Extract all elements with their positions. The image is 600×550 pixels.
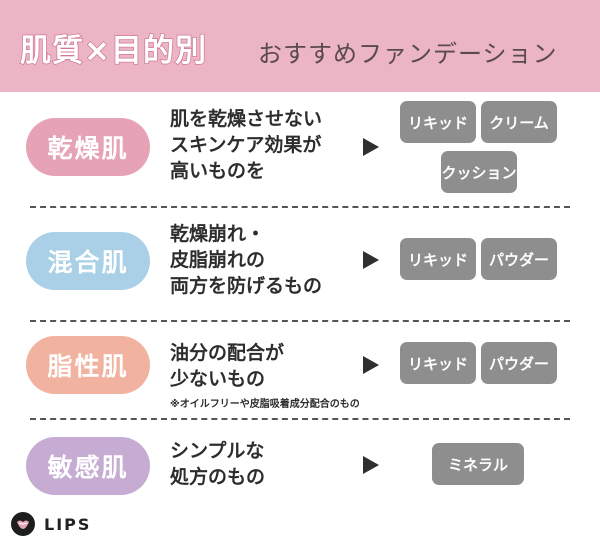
foundation-tag: リキッド bbox=[400, 101, 476, 143]
recommendation-text-oily: 油分の配合が 少ないもの bbox=[170, 340, 284, 392]
footnote: ※オイルフリーや皮脂吸着成分配合のもの bbox=[170, 399, 360, 410]
brand-logo-text: LIPS bbox=[44, 514, 92, 534]
desc-line: 高いものを bbox=[170, 160, 266, 182]
desc-line: 肌を乾燥させない bbox=[170, 108, 323, 130]
skin-type-badge-sensitive: 敏感肌 bbox=[26, 437, 150, 495]
skin-type-label: 乾燥肌 bbox=[47, 134, 129, 163]
foundation-tag: クッション bbox=[441, 151, 517, 193]
skin-type-label: 脂性肌 bbox=[47, 352, 129, 381]
foundation-tag: リキッド bbox=[400, 342, 476, 384]
foundation-tag: リキッド bbox=[400, 238, 476, 280]
skin-type-badge-combination: 混合肌 bbox=[26, 232, 150, 290]
lips-logo-icon bbox=[11, 512, 35, 536]
desc-line: 油分の配合が bbox=[170, 342, 285, 364]
header-banner: 肌質×目的別 おすすめファンデーション bbox=[0, 0, 600, 92]
desc-line: 処方のもの bbox=[170, 466, 266, 488]
skin-type-badge-dry: 乾燥肌 bbox=[26, 118, 150, 176]
arrow-icon bbox=[363, 356, 379, 374]
desc-line: シンプルな bbox=[170, 440, 265, 462]
arrow-icon bbox=[363, 456, 379, 474]
skin-type-label: 敏感肌 bbox=[47, 453, 129, 482]
desc-line: 両方を防げるもの bbox=[170, 275, 323, 297]
arrow-icon bbox=[363, 138, 379, 156]
page-title: 肌質×目的別 bbox=[19, 32, 207, 70]
skin-type-badge-oily: 脂性肌 bbox=[26, 336, 150, 394]
recommendation-text-dry: 肌を乾燥させない スキンケア効果が 高いものを bbox=[170, 106, 322, 184]
recommendation-text-sensitive: シンプルな 処方のもの bbox=[170, 438, 265, 490]
skin-type-label: 混合肌 bbox=[47, 248, 129, 277]
row-divider bbox=[30, 206, 570, 208]
row-divider bbox=[30, 418, 570, 420]
foundation-tag: クリーム bbox=[481, 101, 557, 143]
desc-line: 皮脂崩れの bbox=[170, 249, 266, 271]
foundation-tag: パウダー bbox=[481, 238, 557, 280]
desc-line: スキンケア効果が bbox=[170, 134, 322, 156]
desc-line: 乾燥崩れ・ bbox=[170, 223, 266, 245]
foundation-tag: ミネラル bbox=[432, 443, 524, 485]
arrow-icon bbox=[363, 251, 379, 269]
row-divider bbox=[30, 320, 570, 322]
brand-logo: LIPS bbox=[10, 511, 91, 537]
foundation-tag: パウダー bbox=[481, 342, 557, 384]
desc-line: 少ないもの bbox=[170, 368, 266, 390]
page-subtitle: おすすめファンデーション bbox=[258, 40, 558, 68]
recommendation-text-combination: 乾燥崩れ・ 皮脂崩れの 両方を防げるもの bbox=[170, 221, 322, 299]
